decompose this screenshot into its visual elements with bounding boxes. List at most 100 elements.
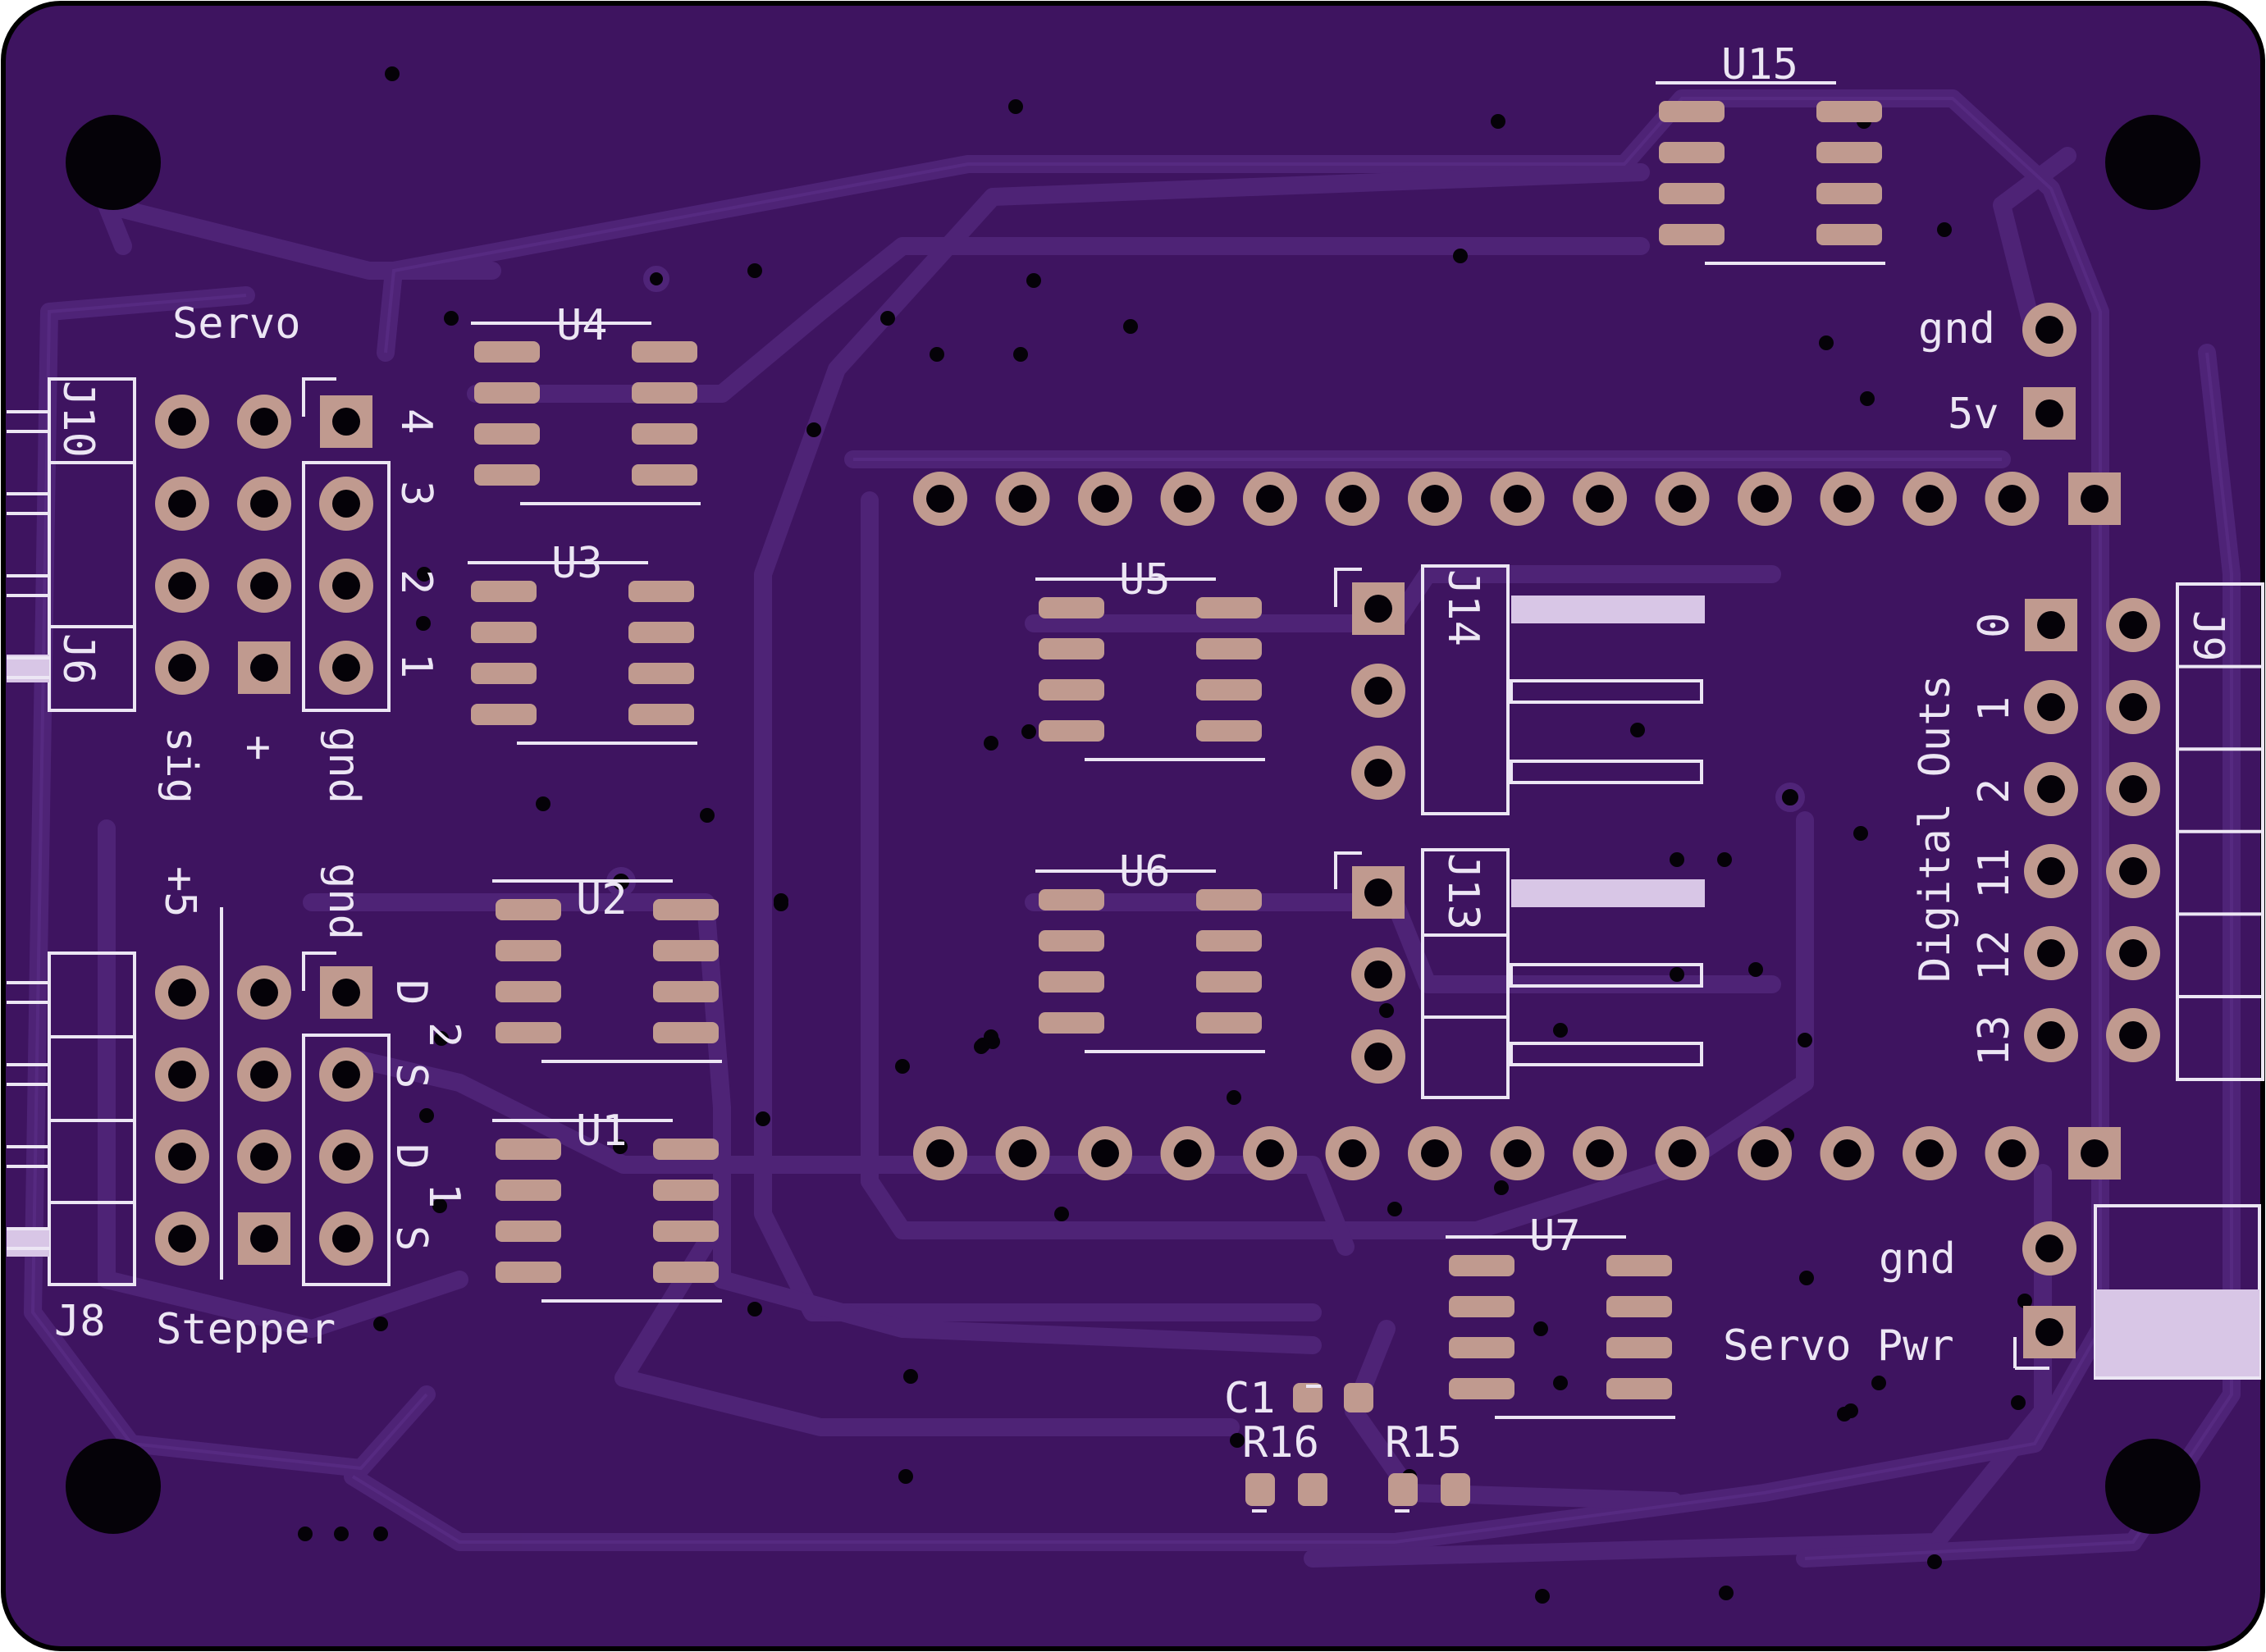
c1-pad-1 — [1293, 1383, 1323, 1412]
label-gnd-bottom: gnd — [1879, 1234, 1956, 1284]
u4-footprint-pin-r3 — [632, 423, 697, 445]
u1-footprint-pin-l4 — [496, 1262, 561, 1283]
u7-footprint-pin-r2 — [1606, 1296, 1672, 1317]
u2-footprint-pin-r4 — [653, 1022, 719, 1043]
c1-pad-2 — [1344, 1383, 1373, 1412]
label-servo-pwr: Servo Pwr — [1723, 1321, 1954, 1371]
gnd-top-hole — [2035, 316, 2063, 344]
u6-footprint-pin-l3 — [1039, 971, 1104, 993]
header-top-pin-4-hole — [1173, 485, 1202, 513]
u15-footprint-pin-r2 — [1816, 142, 1882, 163]
u3-footprint-pin-l2 — [471, 622, 537, 643]
j13-pin-1-hole — [1364, 878, 1392, 906]
servo-r0-c0-hole — [168, 408, 196, 436]
u2-footprint-pin-l4 — [496, 1022, 561, 1043]
refdes-u6: U6 — [1119, 847, 1171, 897]
u2-footprint-pin-r2 — [653, 940, 719, 961]
stepper-r0-c2-hole — [332, 979, 360, 1006]
header-bottom-pin-3-hole — [1091, 1139, 1119, 1167]
j10-j6-outline — [48, 377, 136, 712]
mounting-hole-bottom-right — [2105, 1439, 2200, 1534]
u2-footprint-pin-l2 — [496, 940, 561, 961]
refdes-c1: C1 — [1224, 1374, 1276, 1423]
u4-footprint-pin-r1 — [632, 341, 697, 363]
header-top-pin-15-hole — [2081, 485, 2108, 513]
servo-pwr-v-hole — [2035, 1318, 2063, 1346]
header-top-pin-3-hole — [1091, 485, 1119, 513]
servo-r2-c1-hole — [250, 572, 278, 600]
j14-right-angle-header — [1334, 564, 1705, 815]
r16-pad-2 — [1298, 1473, 1327, 1506]
r16-pad-1 — [1245, 1473, 1275, 1506]
header-top-pin-9-hole — [1586, 485, 1614, 513]
refdes-r16: R16 — [1242, 1418, 1319, 1467]
header-top-pin-8-hole — [1503, 485, 1532, 513]
servo-r1-c0-hole — [168, 490, 196, 518]
label-gnd-stepper: gnd — [319, 863, 368, 940]
u4-footprint-pin-l4 — [474, 464, 540, 486]
u1-footprint-pin-r3 — [653, 1221, 719, 1242]
u7-footprint — [1446, 1235, 1675, 1419]
refdes-j6: J6 — [53, 633, 103, 685]
stepper-r3-c0-hole — [168, 1225, 196, 1253]
label-stepper: Stepper — [156, 1305, 336, 1354]
u4-footprint-pin-l1 — [474, 341, 540, 363]
u1-footprint-pin-r1 — [653, 1139, 719, 1160]
header-top-pin-5-hole — [1256, 485, 1284, 513]
u15-footprint-pin-l2 — [1659, 142, 1725, 163]
copper-traces-edge — [30, 97, 2233, 1560]
label-step-1: 1 — [419, 1183, 468, 1208]
u5-footprint-pin-r2 — [1196, 638, 1262, 659]
u3-footprint-pin-r3 — [628, 663, 694, 684]
u1-footprint-pin-r4 — [653, 1262, 719, 1283]
digital-out-r3-b-hole — [2119, 857, 2147, 885]
header-bottom-pin-12-hole — [1833, 1139, 1862, 1167]
header-bottom-pin-1-hole — [926, 1139, 954, 1167]
stepper-r1-c1-hole — [250, 1061, 278, 1088]
j14-pin-1-hole — [1364, 595, 1392, 623]
label-out-0: 0 — [1970, 613, 2019, 638]
stepper-r3-c2-hole — [332, 1225, 360, 1253]
label-digital-outs: Digital Outs — [1911, 674, 1960, 983]
u5-footprint-pin-l3 — [1039, 679, 1104, 701]
u5-footprint-pin-r3 — [1196, 679, 1262, 701]
stepper-r1-c2-hole — [332, 1061, 360, 1088]
stepper-pin1-mark — [302, 951, 336, 991]
u5-footprint-pin-r1 — [1196, 597, 1262, 618]
u6-footprint-pin-r1 — [1196, 889, 1262, 910]
mounting-hole-top-left — [66, 115, 161, 210]
stepper-r3-c1-hole — [250, 1225, 278, 1253]
u5-footprint — [1035, 577, 1265, 761]
connectors — [7, 303, 2264, 1358]
refdes-u2: U2 — [576, 875, 628, 924]
servo-r3-c2-hole — [332, 654, 360, 682]
j8-pin-stub — [7, 1229, 49, 1257]
u4-footprint-pin-l3 — [474, 423, 540, 445]
u15-footprint-pin-r4 — [1816, 224, 1882, 245]
digital-out-r1-a-hole — [2037, 693, 2065, 721]
vcc-5v-hole — [2035, 399, 2063, 427]
u15-footprint — [1656, 81, 1885, 265]
refdes-u5: U5 — [1119, 555, 1171, 605]
header-bottom-pin-14-hole — [1998, 1139, 2026, 1167]
servo-r1-c1-hole — [250, 490, 278, 518]
u7-footprint-pin-l2 — [1449, 1296, 1514, 1317]
u3-footprint-pin-r4 — [628, 704, 694, 725]
u7-footprint-pin-l1 — [1449, 1255, 1514, 1276]
servo-r1-c2-hole — [332, 490, 360, 518]
j13-pin-2-hole — [1364, 961, 1392, 988]
header-top-pin-7-hole — [1421, 485, 1449, 513]
u5-footprint-pin-r4 — [1196, 720, 1262, 742]
header-bottom-pin-10-hole — [1668, 1139, 1697, 1167]
digital-out-r2-a-hole — [2037, 775, 2065, 803]
label-servo-2: 2 — [391, 569, 441, 595]
header-bottom-pin-13-hole — [1916, 1139, 1944, 1167]
label-servo-3: 3 — [391, 481, 441, 506]
r15-pad-1 — [1388, 1473, 1418, 1506]
header-top-pin-1-hole — [926, 485, 954, 513]
header-bottom-pin-5-hole — [1256, 1139, 1284, 1167]
header-bottom-pin-11-hole — [1751, 1139, 1779, 1167]
label-gnd-top: gnd — [1918, 304, 1995, 354]
header-top-pin-10-hole — [1668, 485, 1697, 513]
